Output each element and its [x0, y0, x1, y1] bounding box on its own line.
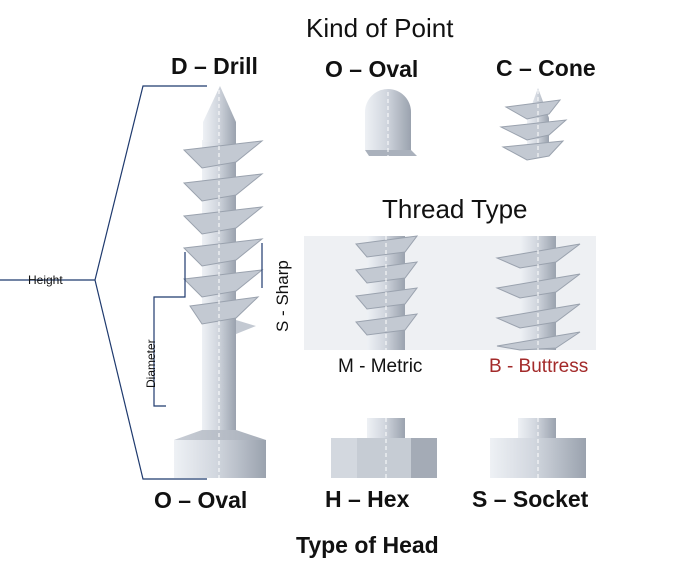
height-label: Height	[28, 273, 63, 287]
height-bracket	[0, 85, 207, 480]
metric-thread-label: M - Metric	[338, 356, 423, 377]
diameter-label: Diameter	[144, 339, 158, 388]
cone-point	[499, 88, 568, 161]
oval-point	[365, 89, 417, 156]
cone-point-label: C – Cone	[496, 55, 596, 81]
socket-head	[490, 418, 586, 478]
socket-head-label: S – Socket	[472, 486, 589, 512]
hex-head	[331, 418, 437, 478]
diameter-bracket	[153, 243, 263, 407]
oval-head-label: O – Oval	[154, 487, 248, 513]
hex-head-label: H – Hex	[325, 486, 410, 512]
thread-type-title: Thread Type	[382, 194, 528, 224]
metric-thread	[304, 235, 470, 350]
buttress-thread	[470, 236, 596, 351]
buttress-thread-label: B - Buttress	[489, 356, 589, 377]
drill-point-label: D – Drill	[171, 53, 258, 79]
sharp-thread-label: S - Sharp	[273, 260, 292, 332]
oval-point-label: O – Oval	[325, 56, 419, 82]
type-of-head-title: Type of Head	[296, 532, 439, 558]
kind-of-point-title: Kind of Point	[306, 13, 454, 43]
main-screw	[174, 86, 266, 478]
